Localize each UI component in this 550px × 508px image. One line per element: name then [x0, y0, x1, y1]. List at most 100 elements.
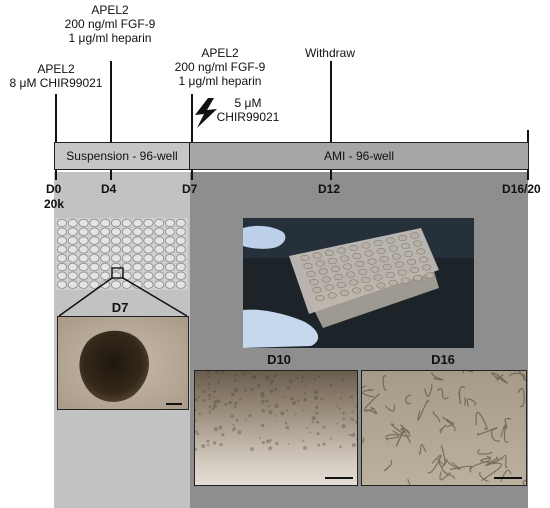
photo-well: [339, 289, 349, 297]
photo-well: [394, 261, 404, 268]
plate-well: [143, 262, 154, 272]
photo-well: [315, 294, 325, 302]
plate-well: [165, 236, 176, 245]
plate-well: [121, 262, 132, 272]
plate-well: [132, 254, 143, 263]
day-label-cell-number: 20k: [44, 197, 65, 211]
plate-well: [175, 227, 186, 236]
plate-well: [67, 271, 78, 280]
d4-fgf9-line: 200 ng/ml FGF-9: [64, 17, 156, 31]
day-label-d7: D7: [182, 182, 198, 196]
photo-well: [397, 269, 407, 276]
plate-well: [121, 236, 132, 245]
plate-well: [78, 236, 89, 245]
plate-well: [89, 218, 100, 228]
photo-well: [343, 263, 353, 270]
plate-well: [143, 236, 154, 245]
plate-well: [78, 280, 89, 289]
photo-well: [327, 292, 337, 299]
photo-well: [337, 247, 347, 254]
d4-lower-tick: [110, 170, 112, 180]
d7-fgf9-line: 200 ng/ml FGF-9: [174, 60, 266, 74]
photo-well: [336, 281, 346, 289]
zoom-callout-lines: [58, 277, 188, 317]
plate-well: [67, 227, 78, 236]
plate-well: [132, 227, 143, 236]
d12-withdraw-annotation: Withdraw: [304, 46, 355, 60]
plate-well: [67, 218, 78, 228]
d16-organoid-image: [361, 370, 527, 486]
plate-well: [143, 245, 154, 254]
plate-well: [67, 262, 78, 272]
photo-well: [376, 282, 386, 289]
plate-well: [67, 280, 78, 289]
d7-medium-line: APEL2: [201, 46, 239, 60]
plate-well: [89, 271, 100, 280]
plate-well: [143, 227, 154, 236]
plate-well: [154, 218, 165, 228]
pulse-compound: CHIR99021: [216, 110, 280, 124]
plate-well: [175, 262, 186, 272]
day-label-d12: D12: [318, 182, 341, 196]
photo-well: [315, 260, 325, 267]
d7-lower-tick: [191, 170, 193, 180]
plate-well: [100, 280, 111, 289]
plate-well: [143, 271, 154, 280]
photo-well: [324, 249, 334, 257]
pulse-annotation: 5 μM CHIR99021: [214, 96, 282, 124]
plate-well: [111, 218, 122, 228]
plate-well: [143, 254, 154, 263]
plate-well: [111, 227, 122, 236]
pulse-concentration: 5 μM: [234, 96, 262, 110]
plate-well: [165, 254, 176, 263]
plate-well: [165, 271, 176, 280]
plate-well: [132, 271, 143, 280]
plate-well: [78, 227, 89, 236]
photo-well: [318, 268, 328, 275]
photo-well: [416, 248, 426, 255]
plate-well: [143, 218, 154, 228]
plate-well: [111, 280, 122, 289]
photo-well: [355, 260, 365, 268]
d0-medium-annotation: APEL2 8 μM CHIR99021: [8, 62, 104, 90]
plate-well: [111, 236, 122, 245]
suspension-96-well-plate: [56, 218, 188, 290]
d7-organoid-image: [57, 316, 189, 410]
plate-well: [111, 245, 122, 254]
plate-well: [78, 262, 89, 272]
d12-lower-tick: [330, 170, 332, 180]
day-label-d16-20: D16/20: [502, 182, 541, 196]
plate-well: [100, 218, 111, 228]
photo-well: [327, 257, 337, 265]
plate-well: [154, 236, 165, 245]
plate-well: [154, 227, 165, 236]
photo-well: [376, 247, 386, 255]
plate-well: [175, 280, 186, 289]
plate-well: [175, 236, 186, 245]
d4-tick: [110, 61, 112, 142]
plate-well: [89, 227, 100, 236]
photo-well: [410, 266, 420, 274]
plate-well: [78, 218, 89, 228]
photo-well: [419, 256, 429, 263]
photo-well: [391, 253, 401, 260]
plate-well: [121, 245, 132, 254]
plate-well: [154, 271, 165, 280]
plate-well: [132, 262, 143, 272]
photo-well: [303, 262, 313, 270]
photo-well: [401, 242, 411, 250]
plate-well: [78, 245, 89, 254]
plate-well: [132, 245, 143, 254]
photo-well: [364, 250, 374, 257]
plate-well: [165, 262, 176, 272]
plate-well: [100, 262, 111, 272]
photo-well: [312, 286, 322, 294]
selected-well-box: [111, 267, 124, 279]
plate-well: [89, 254, 100, 263]
plate-well: [165, 280, 176, 289]
photo-well: [422, 264, 432, 271]
photo-well: [312, 252, 322, 259]
photo-well: [400, 277, 410, 284]
photo-well: [333, 273, 343, 281]
plate-well: [67, 254, 78, 263]
